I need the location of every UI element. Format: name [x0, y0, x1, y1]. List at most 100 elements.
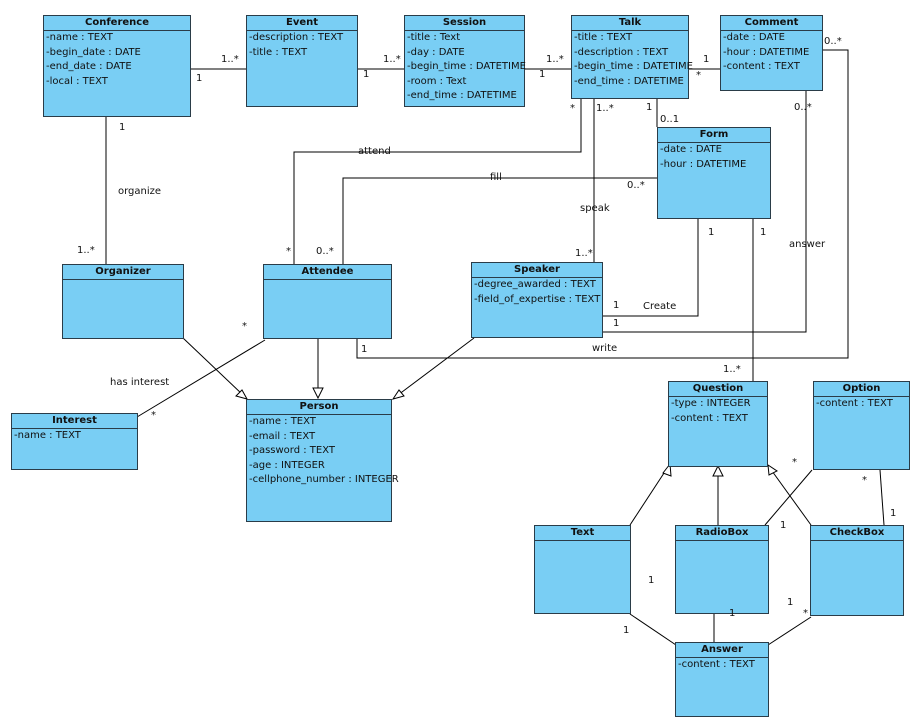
attribute: -begin_time : DATETIME — [574, 61, 693, 72]
speaker-arrowhead — [391, 389, 405, 400]
multiplicity-label: * — [803, 608, 808, 619]
multiplicity-label: 1..* — [77, 245, 95, 256]
multiplicity-label: 1 — [787, 597, 794, 608]
create-link — [603, 218, 699, 317]
multiplicity-label: 1 — [196, 73, 203, 84]
multiplicity-label: * — [570, 103, 575, 114]
multiplicity-label: 1 — [613, 318, 620, 329]
organizer-person-generalization — [182, 337, 244, 396]
checkbox-question-generalization — [771, 470, 812, 526]
association-name: has interest — [110, 377, 170, 388]
multiplicity-label: 1..* — [596, 103, 614, 114]
attribute: -hour : DATETIME — [723, 46, 810, 58]
attribute: -name : TEXT — [14, 430, 81, 441]
attribute: -name : TEXT — [249, 416, 316, 427]
class-comment: Comment -date : DATE -hour : DATETIME -c… — [720, 15, 823, 91]
class-attendee: Attendee — [263, 264, 392, 339]
multiplicity-label: * — [862, 475, 867, 486]
multiplicity-label: * — [151, 410, 156, 421]
multiplicity-label: 1 — [363, 69, 370, 80]
class-name: Text — [535, 526, 630, 541]
class-option: Option -content : TEXT — [813, 381, 910, 470]
attribute: -local : TEXT — [46, 75, 108, 87]
class-person: Person -name : TEXT -email : TEXT -passw… — [246, 399, 399, 522]
write-link — [356, 49, 849, 359]
multiplicity-label: 0..* — [794, 102, 812, 113]
attribute: -hour : DATETIME — [660, 158, 747, 170]
speaker-person-generalization — [397, 337, 475, 396]
attribute: -begin_date : DATE — [46, 46, 141, 58]
multiplicity-label: 1..* — [575, 248, 593, 259]
class-name: Session — [405, 16, 524, 31]
multiplicity-label: 0..* — [824, 36, 842, 47]
attribute: -password : TEXT — [249, 445, 336, 456]
class-text: Text — [534, 525, 631, 614]
class-radiobox: RadioBox — [675, 525, 769, 614]
attribute: -field_of_expertise : TEXT — [474, 293, 601, 305]
multiplicity-label: 1 — [648, 575, 655, 586]
class-name: Option — [814, 382, 909, 397]
multiplicity-label: 1 — [361, 344, 368, 355]
attribute: -day : DATE — [407, 46, 465, 58]
class-name: CheckBox — [811, 526, 903, 541]
class-name: Organizer — [63, 265, 183, 280]
multiplicity-label: 1..* — [723, 364, 741, 375]
class-name: Comment — [721, 16, 822, 31]
class-talk: Talk -title : TEXT -description : TEXT -… — [571, 15, 693, 99]
attribute: -degree_awarded : TEXT — [474, 279, 596, 290]
attribute: -title : Text — [407, 32, 461, 43]
multiplicity-label: 1 — [623, 625, 630, 636]
multiplicity-label: * — [696, 70, 701, 81]
organizer-arrowhead — [235, 389, 249, 400]
text-answer-link — [629, 613, 677, 646]
multiplicity-label: 1 — [539, 69, 546, 80]
checkbox-arrowhead — [767, 463, 778, 476]
answer-link — [603, 90, 807, 333]
attribute: -description : TEXT — [574, 46, 669, 58]
association-name: attend — [358, 146, 391, 157]
association-name: write — [592, 343, 618, 354]
class-name: Answer — [676, 643, 768, 658]
multiplicity-label: 1 — [613, 300, 620, 311]
multiplicity-label: 1 — [729, 608, 736, 619]
attribute: -room : Text — [407, 75, 467, 87]
multiplicity-label: 1 — [646, 102, 653, 113]
option-checkbox-link — [879, 469, 885, 526]
attend-link — [293, 98, 582, 264]
attribute: -age : INTEGER — [249, 459, 325, 471]
class-name: Attendee — [264, 265, 391, 280]
option-radiobox-link — [764, 469, 813, 526]
class-question: Question -type : INTEGER -content : TEXT — [668, 381, 768, 467]
class-checkbox: CheckBox — [810, 525, 904, 616]
attribute: -begin_time : DATETIME — [407, 61, 526, 72]
class-session: Session -title : Text -day : DATE -begin… — [404, 15, 526, 107]
class-name: Talk — [572, 16, 688, 31]
multiplicity-label: * — [792, 457, 797, 468]
attribute: -content : TEXT — [723, 61, 800, 72]
multiplicity-label: 1..* — [221, 54, 239, 65]
attribute: -description : TEXT — [249, 32, 344, 43]
attribute: -end_date : DATE — [46, 61, 132, 72]
class-event: Event -description : TEXT -title : TEXT — [246, 15, 358, 107]
class-name: Conference — [44, 16, 190, 31]
multiplicity-label: 1..* — [383, 54, 401, 65]
multiplicity-label: 1..* — [546, 54, 564, 65]
class-name: Interest — [12, 414, 137, 429]
text-question-generalization — [629, 469, 667, 526]
attribute: -cellphone_number : INTEGER — [249, 474, 399, 485]
association-name: speak — [580, 203, 610, 214]
checkbox-answer-link — [767, 616, 812, 646]
attribute: -title : TEXT — [249, 46, 308, 58]
attribute: -name : TEXT — [46, 32, 113, 43]
class-name: Speaker — [472, 263, 602, 278]
multiplicity-label: 0..* — [316, 246, 334, 257]
attribute: -date : DATE — [723, 32, 785, 43]
attendee-arrowhead — [312, 387, 324, 400]
class-form: Form -date : DATE -hour : DATETIME — [657, 127, 771, 219]
class-conference: Conference -name : TEXT -begin_date : DA… — [43, 15, 191, 117]
class-answer: Answer -content : TEXT — [675, 642, 769, 717]
multiplicity-label: * — [286, 246, 291, 257]
multiplicity-label: 1 — [708, 227, 715, 238]
